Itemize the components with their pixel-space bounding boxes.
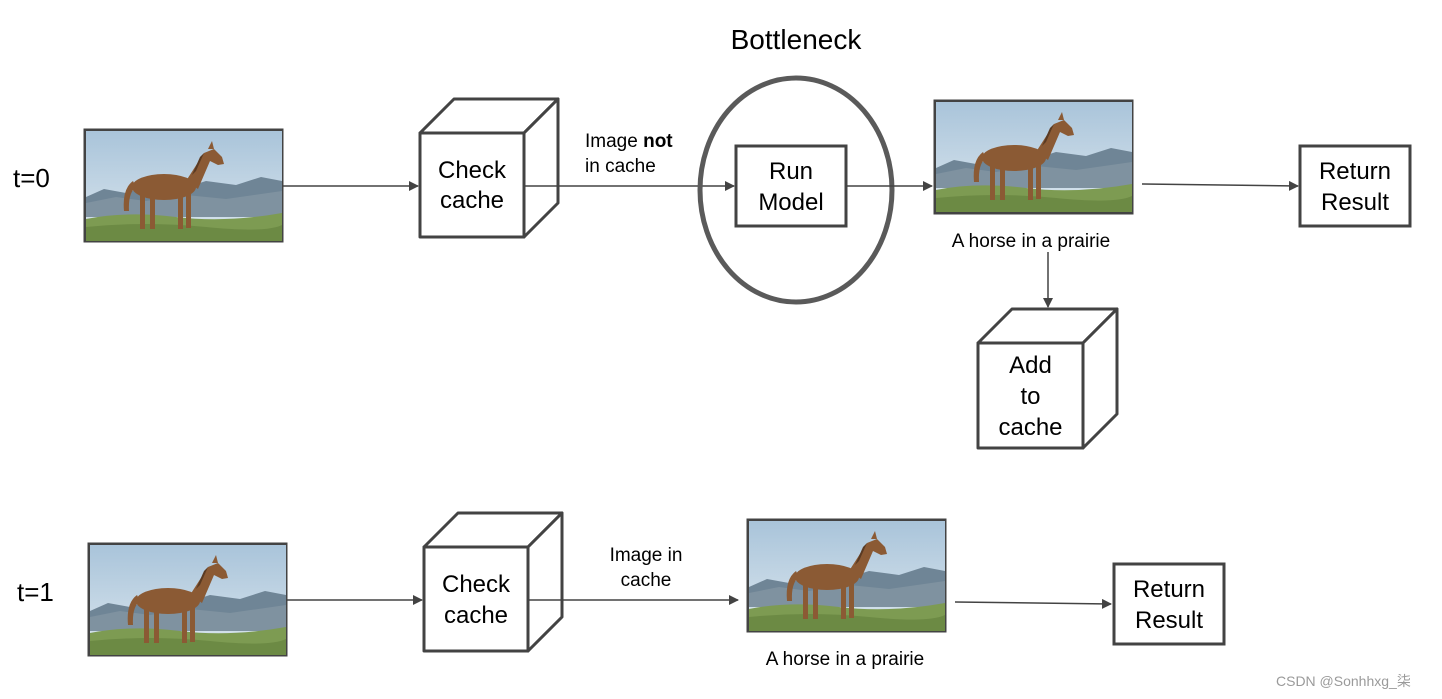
edge-label-line1: Image not: [585, 129, 673, 154]
check-cache-line1-t0: Check: [437, 157, 507, 184]
output-image-frame-t0: [933, 99, 1134, 215]
edge-label-pre: Image: [585, 131, 644, 152]
edge-label-in-cache: Image in cache: [601, 543, 691, 593]
time-label-t0: t=0: [13, 163, 50, 193]
edge-label-bold: not: [643, 131, 673, 152]
edge-label-in-cache-line2: cache: [620, 570, 672, 591]
add-to-cache-line2: to: [1020, 383, 1041, 410]
check-cache-label-t0: Check cache: [420, 156, 524, 216]
check-cache-line2-t1: cache: [443, 602, 509, 629]
check-cache-cube-t1: [422, 511, 564, 653]
check-cache-line1-t1: Check: [441, 571, 511, 598]
return-result-line1-t1: Return: [1132, 576, 1206, 603]
caption-t1: A horse in a prairie: [765, 649, 925, 670]
return-result-box-t0: [1298, 144, 1412, 228]
caption-t0: A horse in a prairie: [951, 231, 1111, 252]
output-horse-image-t1: [749, 521, 945, 631]
return-result-label-t0: Return Result: [1300, 156, 1410, 218]
add-to-cache-label: Add to cache: [978, 350, 1083, 443]
bottleneck-circle: [697, 75, 895, 305]
check-cache-label-t1: Check cache: [424, 569, 528, 631]
diagram-title: Bottleneck: [731, 24, 863, 55]
return-result-line1-t0: Return: [1318, 158, 1392, 185]
output-image-frame-t1: [746, 518, 947, 633]
return-result-label-t1: Return Result: [1114, 574, 1224, 636]
input-horse-image-t1: [90, 545, 286, 655]
arrow-output-to-return-t1: [954, 598, 1112, 609]
check-cache-cube-t0: [418, 97, 560, 239]
edge-label-line2: in cache: [585, 156, 656, 177]
return-result-box-t1: [1112, 562, 1226, 646]
run-model-box: [734, 144, 848, 228]
add-to-cache-line3: cache: [998, 414, 1063, 441]
run-model-line1: Run: [768, 158, 814, 185]
return-result-line2-t1: Result: [1134, 607, 1204, 634]
add-to-cache-line1: Add: [1009, 352, 1052, 379]
edge-label-not-in-cache: Image not in cache: [585, 129, 673, 179]
watermark-text: CSDN @Sonhhxg_柒: [1276, 673, 1411, 689]
output-horse-image-t0: [936, 102, 1132, 212]
run-model-label: Run Model: [736, 156, 846, 218]
time-label-t1: t=1: [17, 577, 54, 607]
add-to-cache-cube: [976, 307, 1119, 450]
edge-label-in-cache-line1: Image in: [609, 545, 683, 566]
return-result-line2-t0: Result: [1320, 189, 1390, 216]
run-model-line2: Model: [758, 189, 824, 216]
check-cache-line2-t0: cache: [439, 187, 505, 214]
arrow-output-to-return-t0: [1141, 180, 1299, 191]
input-horse-image-t0: [86, 131, 282, 241]
